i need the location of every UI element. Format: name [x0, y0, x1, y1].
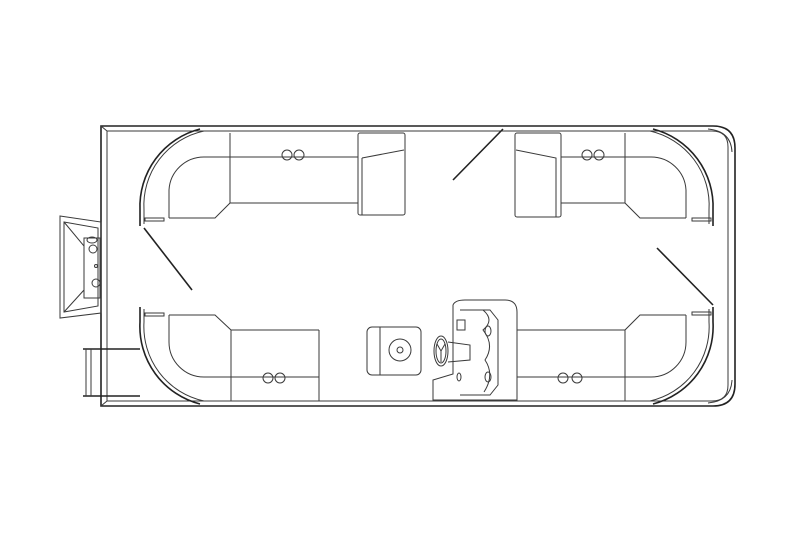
cupholder-icon	[581, 149, 605, 161]
lounge-seat-bottom-left	[139, 307, 320, 405]
steering-wheel-icon[interactable]	[433, 335, 449, 367]
helm-console	[432, 299, 518, 401]
lounge-seat-top-left	[139, 128, 406, 226]
cupholder-icon	[281, 149, 305, 161]
lounge-seat-top-right	[514, 128, 714, 226]
outboard-motor	[59, 215, 102, 319]
cupholder-icon	[262, 372, 286, 384]
lounge-seat-bottom-right	[517, 307, 714, 405]
gate-stern-top[interactable]	[143, 227, 193, 291]
gate-bow[interactable]	[656, 247, 714, 306]
deck-outline	[100, 125, 736, 407]
table	[366, 326, 422, 376]
boarding-ladder[interactable]	[83, 348, 140, 397]
gate-side-top[interactable]	[452, 128, 504, 181]
cupholder-icon	[557, 372, 583, 384]
